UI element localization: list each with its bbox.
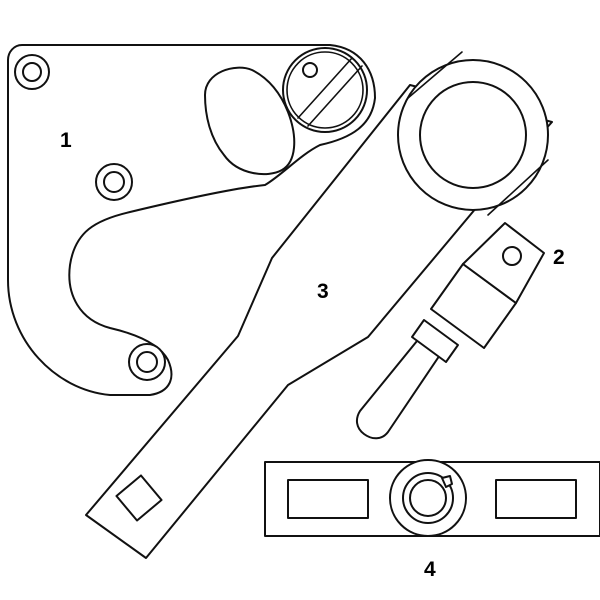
bar-hub-notch	[441, 475, 453, 488]
pin-grip-section	[411, 319, 459, 363]
ring-edge-line-b	[487, 159, 549, 216]
callout-part-2: 2	[553, 246, 565, 269]
ring-edge-line-a	[407, 51, 463, 99]
pivot-disc-slot-line-a	[297, 57, 353, 119]
bar-hub-inner	[409, 479, 447, 517]
callout-part-3: 3	[317, 280, 329, 303]
callout-part-1: 1	[60, 129, 72, 152]
bar-right-slot	[495, 479, 577, 519]
bar-left-slot	[287, 479, 369, 519]
wrench-square-drive	[115, 474, 163, 522]
part-4-bar-tool	[264, 459, 600, 537]
part-3-wrench-arm	[85, 51, 553, 559]
slot-opening	[204, 66, 296, 176]
callout-part-4: 4	[424, 558, 436, 581]
middle-hole-inner	[103, 171, 125, 193]
pivot-disc-inner-ring	[286, 51, 364, 129]
wrench-ring-inner	[419, 81, 527, 189]
pivot-small-hole	[302, 62, 318, 78]
pivot-disc-slot-line-b	[307, 65, 363, 127]
pin-knurled-head	[462, 222, 545, 304]
pin-shaft	[355, 324, 451, 440]
part-2-locking-pin	[355, 222, 545, 440]
pin-head-hole	[502, 246, 522, 266]
bottom-hole-inner	[136, 351, 158, 373]
pivot-disc	[282, 47, 368, 133]
top-left-hole-inner	[22, 62, 42, 82]
part-1-holding-plate	[7, 44, 376, 396]
